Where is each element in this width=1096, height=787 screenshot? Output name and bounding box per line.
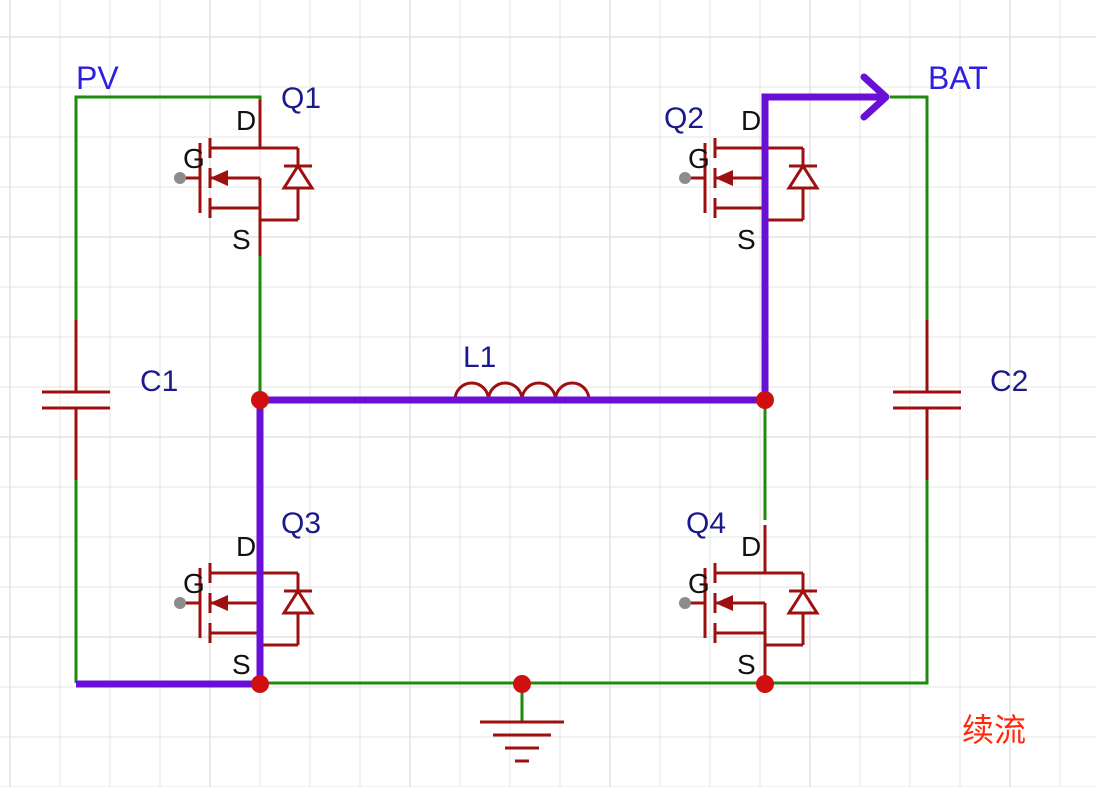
pin-q4-d: D bbox=[741, 531, 762, 562]
pin-q1-d: D bbox=[236, 105, 257, 136]
ground-icon bbox=[480, 720, 564, 763]
ref-q1: Q1 bbox=[281, 82, 322, 115]
capacitor-c1 bbox=[42, 320, 110, 480]
pin-q4-s: S bbox=[737, 649, 756, 680]
pin-q3-d: D bbox=[236, 531, 257, 562]
net-label-pv: PV bbox=[76, 60, 119, 96]
ref-l1: L1 bbox=[463, 341, 497, 374]
junction-dot bbox=[756, 675, 774, 693]
wires bbox=[74, 95, 929, 722]
capacitor-c2 bbox=[893, 320, 961, 480]
pin-q2-d: D bbox=[741, 105, 762, 136]
junction-dot bbox=[756, 391, 774, 409]
pin-q4-g: G bbox=[688, 568, 710, 599]
ref-q2: Q2 bbox=[664, 102, 705, 135]
ref-c2: C2 bbox=[990, 365, 1029, 398]
wire-c2-to-ground-rail bbox=[765, 480, 929, 685]
pin-q3-s: S bbox=[232, 649, 251, 680]
pin-q1-s: S bbox=[232, 224, 251, 255]
wire-bat-to-c2 bbox=[890, 95, 929, 320]
pin-q3-g: G bbox=[183, 568, 205, 599]
junction-dot bbox=[513, 675, 531, 693]
junction-dot bbox=[251, 675, 269, 693]
ref-q4: Q4 bbox=[686, 507, 727, 540]
net-label-bat: BAT bbox=[928, 60, 988, 96]
annotation-freewheel: 续流 bbox=[962, 712, 1027, 748]
arrow-head-icon bbox=[860, 73, 890, 121]
junction-dot bbox=[251, 391, 269, 409]
pin-q2-g: G bbox=[688, 143, 710, 174]
ref-q3: Q3 bbox=[281, 507, 322, 540]
pin-q2-s: S bbox=[737, 224, 756, 255]
junctions bbox=[251, 391, 774, 693]
current-path-freewheel bbox=[76, 73, 890, 688]
ref-c1: C1 bbox=[140, 365, 179, 398]
pin-q1-g: G bbox=[183, 143, 205, 174]
